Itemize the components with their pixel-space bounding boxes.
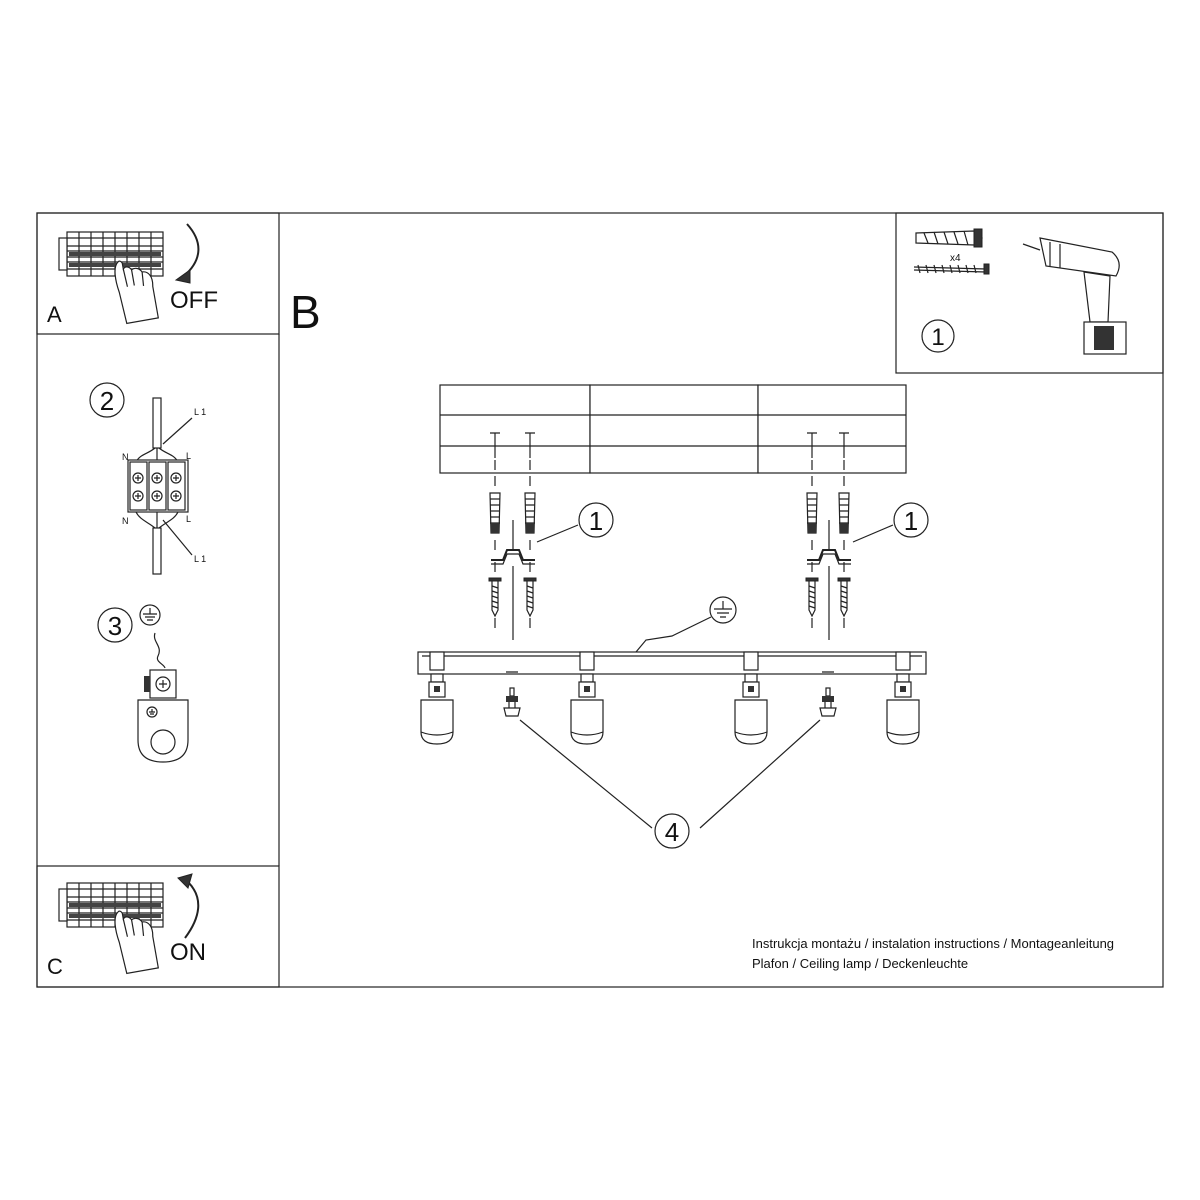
arrow-head-icon [174,269,191,284]
breaker-panel [58,882,164,928]
footer-line-1: Instrukcja montażu / instalation instruc… [752,936,1114,951]
panel-b-letter: B [290,286,321,338]
wall-plug-icon [806,492,818,534]
quantity-label: x4 [950,253,961,264]
tools-panel: x4 1 [913,228,1127,355]
label-l-top: L [186,451,191,461]
callout-1-left-badge [578,502,614,538]
callout-4-number: 4 [665,817,679,847]
leader-callout-1-right [852,524,894,543]
panel-a: A OFF [47,223,218,327]
callout-1-left-number: 1 [589,506,603,536]
breaker-panel [58,231,164,277]
spotlight-icon [420,673,454,745]
step-3-badge [97,607,133,643]
step-2-badge [89,382,125,418]
ground-symbol-icon [139,604,161,626]
screw-icon [819,687,837,717]
sheet-border [36,212,1164,988]
step-3-number: 3 [108,611,122,641]
ceiling-panels [439,384,907,474]
leader-l1-bottom [162,519,193,556]
cable-top [152,397,162,449]
step-2-number: 2 [100,386,114,416]
terminal-block-icon [127,459,189,513]
step-1-badge [921,319,955,353]
mounting-bracket-icon [490,549,536,565]
ground-wire [153,632,166,669]
label-n-bottom: N [122,516,129,526]
wires-bottom [135,511,179,529]
off-label: OFF [170,287,218,314]
mounting-set-left: 1 [488,492,614,640]
spotlight-icon [570,673,604,745]
callout-1-right-badge [893,502,929,538]
spotlight-icon [886,673,920,745]
wiring-step: 2 L 1 N L N L L 1 [89,382,206,575]
leader-callout-1-left [536,524,579,543]
ground-symbol-icon [709,596,737,624]
drill-holes [490,432,849,492]
label-l1-top: L 1 [194,407,206,417]
label-l1-bottom: L 1 [194,554,206,564]
drill-icon [1022,237,1127,355]
leader-l1-top [162,417,193,445]
wall-plug-icon [524,492,536,534]
leader-callout-4 [519,719,821,829]
ground-lead [635,616,712,653]
arrow-head-icon [177,873,193,889]
panel-a-frame [36,212,280,335]
screw-icon [913,263,990,275]
panel-a-letter: A [47,302,62,327]
tools-panel-frame [895,212,1164,374]
wall-plug-icon [915,228,983,248]
screw-icon [837,577,851,617]
screw-icon [488,577,502,617]
panel-c: C ON [47,873,206,979]
wall-plug-icon [838,492,850,534]
spotlight-icon [734,673,768,745]
screw-icon [503,687,521,717]
screw-icon [805,577,819,617]
curved-arrow-icon [183,223,200,277]
mounting-set-right: 1 [805,492,929,640]
callout-4-badge [654,813,690,849]
on-label: ON [170,939,206,966]
callout-1-right-number: 1 [904,506,918,536]
panel-c-letter: C [47,954,63,979]
label-l-bottom: L [186,514,191,524]
label-n-top: N [122,452,129,462]
lamp-bar [417,651,927,675]
ground-clamp-icon [137,669,189,763]
footer-line-2: Plafon / Ceiling lamp / Deckenleuchte [752,956,968,971]
curved-arrow-icon [184,881,200,939]
screw-icon [523,577,537,617]
step-1-number: 1 [931,324,944,351]
wall-plug-icon [489,492,501,534]
ground-step: 3 [97,604,189,763]
panel-c-frame [36,865,280,988]
mounting-bracket-icon [806,549,852,565]
cable-bottom [152,527,162,575]
